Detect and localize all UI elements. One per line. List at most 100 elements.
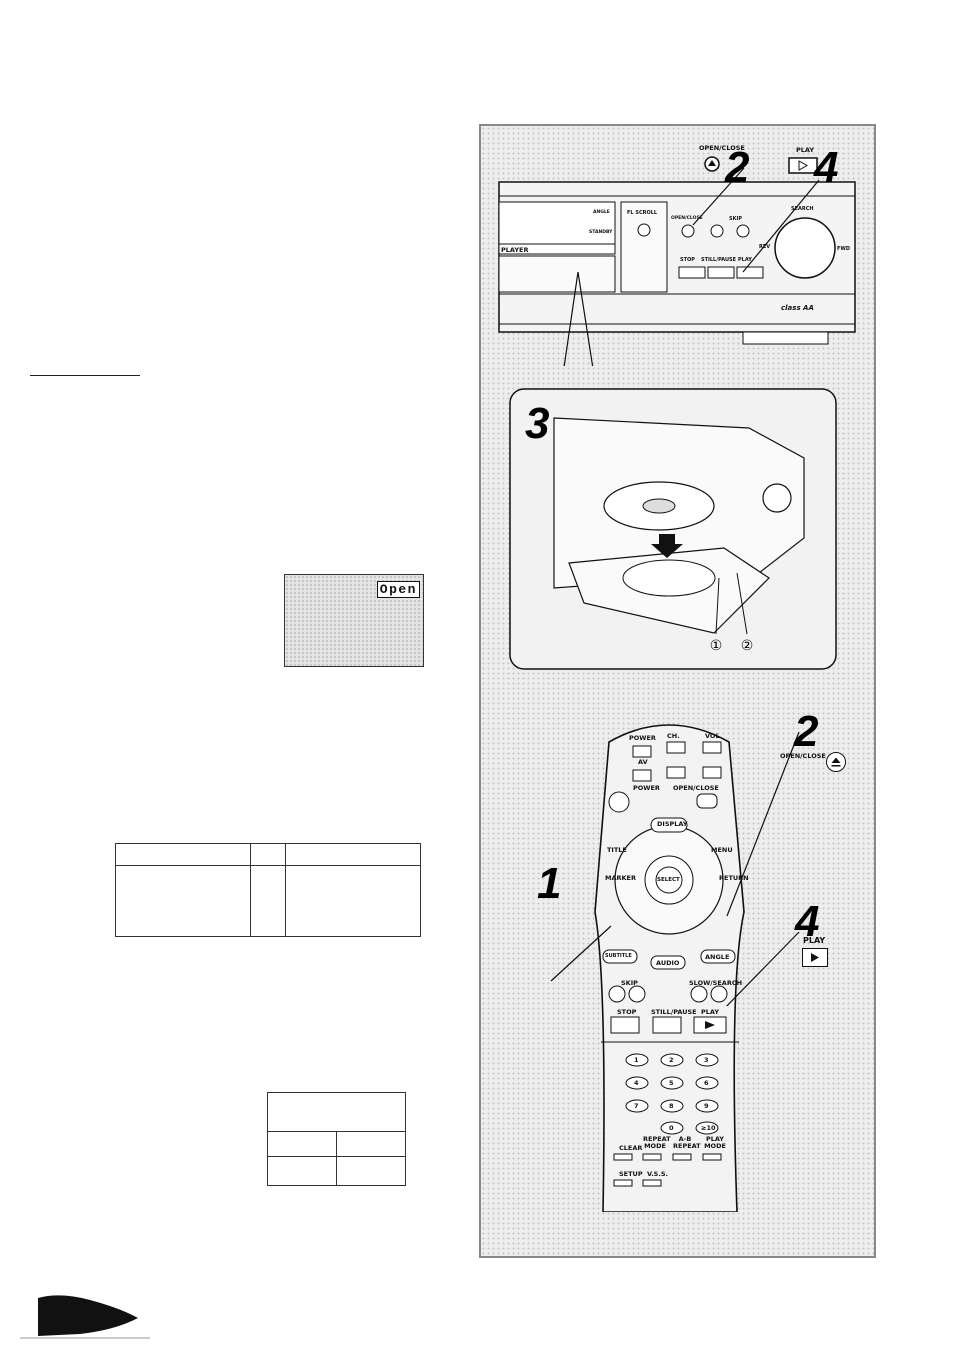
table-cell	[250, 843, 286, 866]
remote-pointer-lines	[550, 731, 800, 1006]
subtitle-button[interactable]	[602, 949, 638, 964]
skip-remote-label: SKIP	[621, 979, 638, 987]
mini-table	[267, 1092, 406, 1186]
marker-label: MARKER	[605, 874, 636, 882]
open-close-remote-button[interactable]	[696, 793, 718, 809]
player-label: PLAYER	[501, 246, 529, 254]
rev-label: REV	[759, 244, 771, 250]
skip-forward-remote[interactable]	[628, 985, 646, 1003]
angle-remote-label: ANGLE	[705, 953, 730, 961]
key-0[interactable]: 0	[669, 1124, 674, 1132]
table-cell	[336, 1131, 406, 1157]
key-6[interactable]: 6	[704, 1079, 709, 1087]
stop-remote-button[interactable]	[610, 1016, 640, 1034]
table-cell	[267, 1131, 337, 1157]
still-pause-remote-button[interactable]	[652, 1016, 682, 1034]
eject-icon	[831, 757, 841, 767]
slow-search-label: SLOW/SEARCH	[689, 979, 743, 987]
audio-button[interactable]	[650, 955, 686, 970]
display-button[interactable]	[650, 817, 688, 833]
callout-2: ②	[741, 638, 754, 654]
osd-status-label: Open	[376, 581, 420, 598]
table-cell	[250, 865, 286, 937]
setup-label: SETUP	[619, 1170, 643, 1178]
open-close-label: OPEN/CLOSE	[671, 216, 703, 221]
play-top-button[interactable]	[788, 157, 818, 174]
remote-control-illustration	[594, 724, 745, 1212]
skip-back-button[interactable]	[710, 224, 724, 238]
illustration-panel: OPEN/CLOSE PLAY ANGLE STANDBY PLAYER FL …	[479, 124, 876, 1258]
power-label: POWER	[629, 734, 656, 742]
play-remote-label: PLAY	[701, 1008, 720, 1016]
still-pause-button[interactable]	[707, 266, 735, 279]
dvd-player-illustration	[498, 156, 856, 366]
key-1[interactable]: 1	[634, 1056, 639, 1064]
select-button[interactable]	[655, 866, 683, 894]
step-4-remote: 4	[795, 897, 820, 946]
step-3: 3	[525, 399, 550, 448]
standby-label: STANDBY	[589, 230, 613, 235]
key-10plus[interactable]: ≥10	[701, 1124, 716, 1132]
info-table	[115, 843, 421, 937]
step-1-remote: 1	[537, 859, 562, 908]
callout-1: ①	[710, 638, 723, 654]
key-8[interactable]: 8	[669, 1102, 674, 1110]
ch-up-button[interactable]	[666, 741, 686, 754]
table-cell	[285, 865, 421, 937]
play-label: PLAY	[738, 257, 752, 263]
fl-scroll-button[interactable]	[637, 223, 651, 237]
play-icon	[811, 953, 819, 962]
power-dvd-button[interactable]	[608, 791, 630, 813]
eject-icon	[708, 160, 716, 166]
search-forward-remote[interactable]	[710, 985, 728, 1003]
open-close-remote-label: OPEN/CLOSE	[673, 784, 719, 792]
vol-up-button[interactable]	[702, 741, 722, 754]
disc-loading-illustration: ① ②	[509, 388, 837, 670]
key-7[interactable]: 7	[634, 1102, 639, 1110]
power-button[interactable]	[632, 745, 652, 758]
stop-button[interactable]	[678, 266, 706, 279]
key-2[interactable]: 2	[669, 1056, 674, 1064]
ch-label: CH.	[667, 732, 680, 740]
skip-label: SKIP	[729, 216, 743, 222]
power-dvd-label: POWER	[633, 784, 660, 792]
search-label: SEARCH	[791, 206, 814, 212]
on-screen-display-preview: Open	[284, 574, 424, 667]
vss-label: V.S.S.	[647, 1170, 668, 1178]
subtitle-label: SUBTITLE	[605, 953, 632, 959]
vol-down-button[interactable]	[702, 766, 722, 779]
search-dial[interactable]	[774, 217, 836, 279]
down-arrow-icon	[651, 534, 683, 558]
play-top-label: PLAY	[796, 146, 815, 154]
av-button[interactable]	[632, 769, 652, 782]
side-eject-button	[826, 752, 846, 772]
skip-back-remote[interactable]	[608, 985, 626, 1003]
angle-button[interactable]	[700, 949, 736, 964]
clear-label: CLEAR	[619, 1144, 643, 1152]
key-9[interactable]: 9	[704, 1102, 709, 1110]
menu-label: MENU	[711, 846, 733, 854]
open-close-button[interactable]	[681, 224, 695, 238]
play-mode-label: PLAY MODE	[704, 1135, 726, 1150]
display-window	[498, 201, 616, 255]
skip-forward-button[interactable]	[736, 224, 750, 238]
repeat-mode-label: REPEAT MODE	[643, 1135, 671, 1150]
play-icon	[798, 160, 809, 171]
key-4[interactable]: 4	[634, 1079, 639, 1087]
vol-label: VOL	[705, 732, 720, 740]
step-2-remote: 2	[794, 707, 819, 756]
table-cell	[267, 1092, 406, 1132]
key-5[interactable]: 5	[669, 1079, 674, 1087]
side-play-button	[802, 948, 828, 967]
player-foot	[742, 331, 829, 345]
ch-down-button[interactable]	[666, 766, 686, 779]
ab-repeat-label: A-B REPEAT	[673, 1135, 701, 1150]
key-3[interactable]: 3	[704, 1056, 709, 1064]
brand-logo: class AA	[781, 304, 814, 312]
search-back-remote[interactable]	[690, 985, 708, 1003]
side-play-label: PLAY	[803, 936, 826, 945]
play-button[interactable]	[736, 266, 764, 279]
side-open-close-label: OPEN/CLOSE	[780, 752, 826, 760]
step-4-player: 4	[814, 143, 839, 192]
disc-tray-slot	[498, 255, 616, 293]
